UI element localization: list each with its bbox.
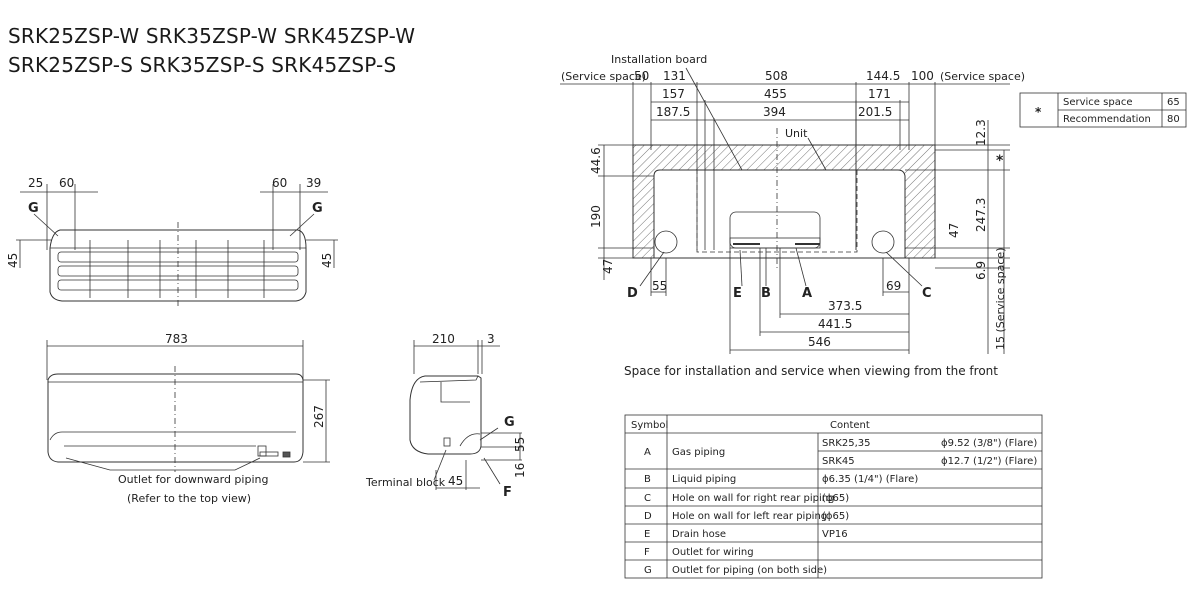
symbol-table xyxy=(624,414,1043,579)
content-header: Content xyxy=(830,420,870,431)
row-b-spec: ϕ6.35 (1/4") (Flare) xyxy=(822,474,918,485)
front-view xyxy=(46,340,330,472)
side-dim-depth: 210 xyxy=(432,332,455,346)
service-table-label-0: Service space xyxy=(1063,97,1132,108)
top-dim-39: 39 xyxy=(306,176,321,190)
inst-right-6-9: 6.9 xyxy=(974,261,988,280)
inst-label-a: A xyxy=(802,286,812,301)
outlet-downward-label: Outlet for downward piping xyxy=(118,473,268,486)
model-list-s: SRK25ZSP-S SRK35ZSP-S SRK45ZSP-S xyxy=(8,53,397,77)
service-space-left-label: (Service space) xyxy=(561,70,646,83)
side-label-f: F xyxy=(503,485,512,500)
inst-left-47: 47 xyxy=(601,259,615,274)
symbol-header: Symbol xyxy=(631,420,668,431)
inst-row3-201-5: 201.5 xyxy=(858,105,892,119)
row-d-symbol: D xyxy=(644,511,652,522)
inst-right-247-3: 247.3 xyxy=(974,198,988,232)
install-caption: Space for installation and service when … xyxy=(624,364,998,378)
row-a-symbol: A xyxy=(644,447,651,458)
inst-row2-157: 157 xyxy=(662,87,685,101)
top-dim-45-left: 45 xyxy=(6,253,20,268)
inst-label-d: D xyxy=(627,286,638,301)
row-d-content: Hole on wall for left rear piping xyxy=(672,511,827,522)
inst-row1-144-5: 144.5 xyxy=(866,69,900,83)
inst-row2-171: 171 xyxy=(868,87,891,101)
row-c-spec: (ϕ65) xyxy=(822,493,849,504)
side-dim-16: 16 xyxy=(513,463,527,478)
row-g-content: Outlet for piping (on both side) xyxy=(672,565,827,576)
row-e-spec: VP16 xyxy=(822,529,848,540)
inst-dim-373-5: 373.5 xyxy=(828,299,862,313)
inst-dim-55: 55 xyxy=(652,279,667,293)
row-e-content: Drain hose xyxy=(672,529,726,540)
side-dim-45: 45 xyxy=(448,474,463,488)
row-f-content: Outlet for wiring xyxy=(672,547,754,558)
inst-row1-508: 508 xyxy=(765,69,788,83)
install-view xyxy=(560,67,1010,354)
row-a-spec-1: ϕ12.7 (1/2") (Flare) xyxy=(941,456,1037,467)
inst-row3-187-5: 187.5 xyxy=(656,105,690,119)
side-view xyxy=(409,340,522,490)
inst-star: * xyxy=(996,153,1004,169)
front-dim-height: 267 xyxy=(312,405,326,428)
service-space-bottom-label: 15 (Service space) xyxy=(994,248,1007,351)
top-dim-60-right: 60 xyxy=(272,176,287,190)
inst-left-44-6: 44.6 xyxy=(589,147,603,174)
inst-right-12-3: 12.3 xyxy=(974,119,988,146)
service-table-value-1: 80 xyxy=(1167,114,1180,125)
side-dim-55: 55 xyxy=(513,437,527,452)
service-table-label-1: Recommendation xyxy=(1063,114,1151,125)
installation-board-label: Installation board xyxy=(611,53,707,66)
front-dim-width: 783 xyxy=(165,332,188,346)
row-b-symbol: B xyxy=(644,474,651,485)
inst-label-b: B xyxy=(761,286,771,301)
row-f-symbol: F xyxy=(644,547,650,558)
top-dim-45-right: 45 xyxy=(320,253,334,268)
inst-row1-50: 50 xyxy=(634,69,649,83)
inst-left-190: 190 xyxy=(589,205,603,228)
row-c-symbol: C xyxy=(644,493,651,504)
terminal-block-label: Terminal block xyxy=(365,476,446,489)
row-a-model-0: SRK25,35 xyxy=(822,438,870,449)
service-space-right-label: (Service space) xyxy=(940,70,1025,83)
outlet-downward-note: (Refer to the top view) xyxy=(127,492,251,505)
inst-row1-131: 131 xyxy=(663,69,686,83)
inst-row3-394: 394 xyxy=(763,105,786,119)
row-a-spec-0: ϕ9.52 (3/8") (Flare) xyxy=(941,438,1037,449)
side-label-g: G xyxy=(504,415,515,430)
top-label-g-right: G xyxy=(312,201,323,216)
row-a-model-1: SRK45 xyxy=(822,456,855,467)
row-g-symbol: G xyxy=(644,565,652,576)
top-view xyxy=(16,184,338,306)
inst-row1-100: 100 xyxy=(911,69,934,83)
inst-label-c: C xyxy=(922,286,932,301)
inst-dim-441-5: 441.5 xyxy=(818,317,852,331)
top-dim-60-left: 60 xyxy=(59,176,74,190)
symbol-table-text: Symbol Content A Gas piping SRK25,35 ϕ9.… xyxy=(631,420,1037,576)
inst-dim-546: 546 xyxy=(808,335,831,349)
top-label-g-left: G xyxy=(28,201,39,216)
service-space-table xyxy=(1019,92,1187,128)
row-b-content: Liquid piping xyxy=(672,474,736,485)
inst-right-47: 47 xyxy=(947,223,961,238)
service-table-star: * xyxy=(1035,105,1042,119)
row-a-content: Gas piping xyxy=(672,447,725,458)
model-list-w: SRK25ZSP-W SRK35ZSP-W SRK45ZSP-W xyxy=(8,24,416,48)
inst-dim-69: 69 xyxy=(886,279,901,293)
unit-label: Unit xyxy=(785,127,808,140)
inst-label-e: E xyxy=(733,286,742,301)
side-dim-gap: 3 xyxy=(487,332,495,346)
row-d-spec: (ϕ65) xyxy=(822,511,849,522)
service-table-value-0: 65 xyxy=(1167,97,1180,108)
row-c-content: Hole on wall for right rear piping xyxy=(672,493,834,504)
top-dim-25: 25 xyxy=(28,176,43,190)
inst-row2-455: 455 xyxy=(764,87,787,101)
row-e-symbol: E xyxy=(644,529,650,540)
